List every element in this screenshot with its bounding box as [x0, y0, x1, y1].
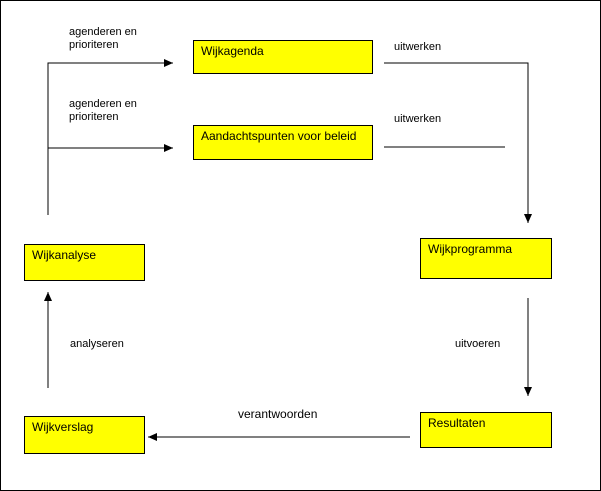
- label-analyseren: analyseren: [70, 338, 124, 350]
- label-uitvoeren: uitvoeren: [455, 338, 501, 350]
- label-agenderen-prioriteren-1: agenderen en prioriteren: [69, 26, 137, 51]
- node-wijkverslag: Wijkverslag: [24, 416, 145, 454]
- node-wijkprogramma: Wijkprogramma: [420, 238, 552, 279]
- arrow-wijkagenda-to-wijkprogramma: [384, 62, 532, 223]
- label-uitwerken-2: uitwerken: [394, 113, 442, 125]
- node-resultaten: Resultaten: [420, 412, 552, 448]
- arrow-analyse-to-wijkagenda: [47, 59, 173, 215]
- label-uitwerken-1: uitwerken: [394, 41, 442, 53]
- node-aandachtspunten: Aandachtspunten voor beleid: [193, 125, 373, 160]
- label-agenderen-prioriteren-2: agenderen en prioriteren: [69, 98, 137, 123]
- label-verantwoorden: verantwoorden: [238, 407, 318, 421]
- node-wijkagenda: Wijkagenda: [193, 40, 373, 74]
- node-wijkanalyse: Wijkanalyse: [24, 244, 145, 281]
